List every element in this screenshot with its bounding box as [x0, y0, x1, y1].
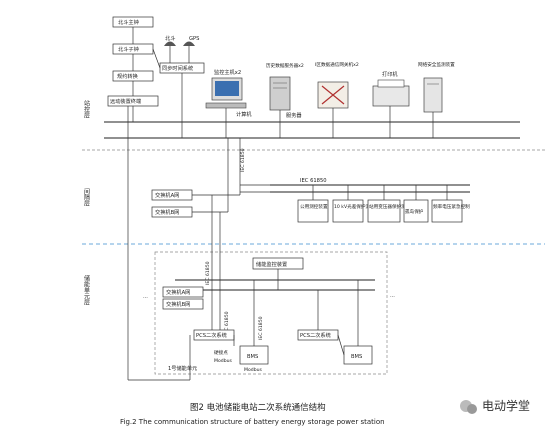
- remote-terminal-label: 远动装置终端: [110, 97, 141, 105]
- layer-storage-unit: 储能单元层: [83, 274, 90, 306]
- net-security-label: 网络安全监测装置: [418, 61, 455, 68]
- modbus-2-label: Modbus: [244, 367, 263, 373]
- layer-storage-label: 储能单元层: [83, 274, 90, 306]
- layer-bay-label: 间隔层: [83, 187, 90, 207]
- modbus-1-label: Modbus: [214, 358, 233, 364]
- caption-en: Fig.2 The communication structure of bat…: [120, 418, 385, 426]
- layer-station-control: 站控层: [83, 99, 90, 119]
- caption-cn: 图2 电池储能电站二次系统通信结构: [190, 402, 326, 413]
- storage-switch-a: [162, 286, 204, 298]
- bd-main-clock-label: 北斗主钟: [118, 18, 139, 26]
- iec-vertical-label-a: IEC 61850: [240, 148, 246, 172]
- monitor-host-label: 监控主机x2: [214, 68, 241, 76]
- iec-vertical-label-b: IEC 61850: [205, 261, 211, 285]
- storage-unit-boundary: [154, 251, 388, 375]
- bay-protocol-label: IEC 61850: [300, 178, 327, 184]
- monitor-host-computer-icon: [205, 77, 247, 109]
- storage-ellipsis-right: ···: [390, 294, 395, 300]
- bd-slave-clock-label: 北斗子钟: [118, 45, 139, 53]
- bay-device-4-label: 孤岛保护: [405, 208, 424, 215]
- printer-icon: [372, 79, 410, 107]
- iec-vertical-label-c: IEC 61850: [224, 311, 230, 335]
- pcs-system-1-label: PCS二次系统: [196, 331, 227, 339]
- bay-device-2: [332, 199, 364, 223]
- bay-device-1: [297, 199, 329, 223]
- bay-device-3-label: 站用变压器保护测控: [369, 203, 411, 210]
- printer-label: 打印机: [382, 70, 398, 78]
- storage-ellipsis-left: ···: [143, 295, 148, 301]
- pcs-system-2-label: PCS二次系统: [300, 331, 331, 339]
- wechat-icon: [460, 400, 477, 414]
- gps-antenna-icon: GPS: [183, 36, 199, 52]
- storage-switch-b: [162, 298, 204, 310]
- computer-label: 计算机: [236, 110, 252, 118]
- net-security-device-icon: [423, 77, 443, 113]
- beidou-antenna-icon: 北斗: [164, 34, 176, 52]
- bay-switch-a-label: 交换机A网: [155, 191, 179, 199]
- history-server-label: 历史数据服务器x2: [266, 62, 304, 69]
- bms-1-label: BMS: [247, 354, 258, 360]
- server-label: 服务器: [286, 111, 302, 119]
- bay-device-5-label: 频率电压紧急控制: [433, 203, 470, 210]
- gps-label: GPS: [189, 36, 199, 42]
- bay-device-3: [367, 199, 401, 223]
- bay-device-5: [431, 199, 463, 223]
- contact-label: 硬接点: [214, 349, 228, 356]
- gateway-label: I区数据通信网关机x2: [315, 61, 359, 68]
- protocol-converter-label: 规约转换: [117, 72, 139, 80]
- iec-vertical-label-d: IEC 61850: [258, 316, 264, 340]
- storage-switch-a-label: 交换机A网: [166, 288, 190, 296]
- time-sync-label: 同步时间系统: [162, 64, 193, 72]
- history-server-icon: [269, 76, 291, 111]
- bay-switch-b-label: 交换机B网: [155, 208, 179, 216]
- bms-2-label: BMS: [351, 354, 362, 360]
- gateway-icon: [317, 81, 349, 109]
- beidou-label: 北斗: [165, 34, 175, 42]
- watermark-label: 电动学堂: [482, 398, 530, 413]
- layer-station-label: 站控层: [83, 99, 90, 119]
- bay-device-1-label: 公用测控装置: [300, 203, 328, 210]
- battery-monitor-label: 储能监控装置: [256, 260, 287, 268]
- storage-unit-label: 1号储能单元: [168, 364, 197, 372]
- bay-device-2-label: 10 kV光差保护测控: [334, 203, 375, 210]
- storage-switch-b-label: 交换机B网: [166, 300, 190, 308]
- layer-bay: 间隔层: [83, 187, 90, 207]
